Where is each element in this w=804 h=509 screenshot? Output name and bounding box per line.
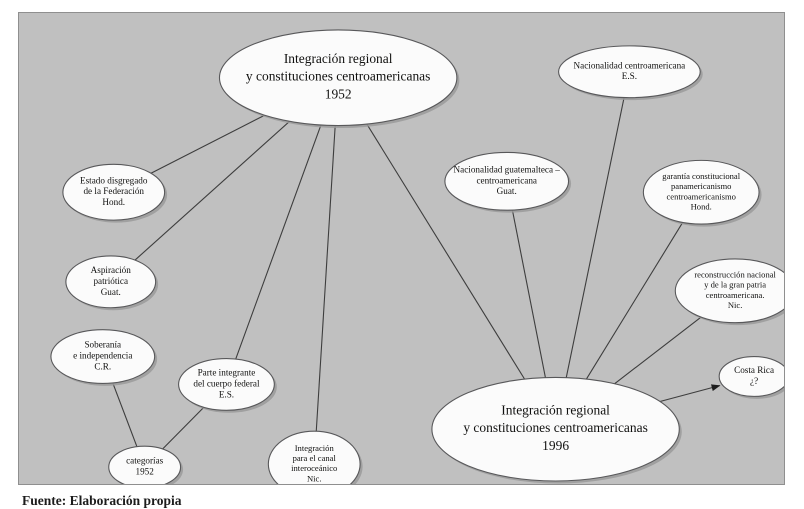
- node-costa_rica[interactable]: Costa Rica¿?: [718, 355, 784, 399]
- node-label: Nacionalidad guatemalteca –centroamerica…: [454, 164, 561, 196]
- node-label-line: 1996: [542, 438, 569, 453]
- node-n1952[interactable]: Integración regional y constituciones cen…: [218, 29, 460, 129]
- node-nac_guat[interactable]: Nacionalidad guatemalteca –centroamerica…: [444, 151, 572, 213]
- node-label-line: 1952: [325, 87, 352, 102]
- node-label-line: e independencia: [73, 351, 132, 361]
- node-ellipse: [444, 151, 570, 211]
- edge-n1996-to-reconstruccion: [614, 316, 702, 385]
- node-ellipse: [267, 430, 361, 484]
- node-label-line: Costa Rica: [734, 365, 774, 375]
- node-label-line: Aspiración: [91, 265, 132, 275]
- figure-caption: Fuente: Elaboración propia: [22, 493, 182, 508]
- node-label-line: interoceánico: [291, 463, 337, 473]
- nodes-layer: Integración regional y constituciones cen…: [50, 29, 784, 484]
- node-ellipse: [642, 159, 760, 225]
- node-ellipse: [108, 445, 182, 484]
- node-label-line: reconstrucción nacional: [694, 270, 776, 280]
- node-label: Integración regional y constituciones cen…: [463, 402, 647, 453]
- node-label-line: Guat.: [101, 287, 121, 297]
- edge-n1952-to-estado_disgregado: [150, 114, 265, 174]
- node-label-line: panamericanismo: [671, 181, 731, 191]
- edge-soberania-to-categorias: [112, 382, 138, 447]
- node-label-line: centroamericana.: [706, 290, 765, 300]
- edge-n1996-to-nac_guat: [511, 209, 546, 378]
- edge-parte_integrante-to-categorias: [162, 406, 205, 450]
- diagram-panel: Integración regional y constituciones cen…: [18, 12, 785, 485]
- node-label-line: centroamericana: [476, 175, 537, 185]
- edge-n1996-to-nac_es: [565, 97, 625, 378]
- node-label-line: Hond.: [691, 201, 712, 211]
- node-label-line: Integración regional: [501, 402, 610, 417]
- edge-n1952-to-n1996: [366, 123, 526, 380]
- node-ellipse: [718, 355, 784, 397]
- node-label-line: Nacionalidad guatemalteca –: [454, 164, 561, 174]
- node-label-line: Parte integrante: [198, 368, 256, 378]
- node-label-line: Nacionalidad centroamericana: [574, 60, 686, 70]
- node-ellipse: [62, 163, 166, 221]
- edge-n1952-to-canal: [315, 125, 336, 432]
- node-label-line: Guat.: [497, 186, 517, 196]
- node-ellipse: [65, 255, 157, 309]
- node-label-line: y constituciones centroamericanas: [246, 69, 430, 84]
- node-label-line: garantía constitucional: [662, 171, 740, 181]
- node-label-line: y de la gran patria: [704, 280, 766, 290]
- edge-n1996-to-garantia: [585, 222, 684, 380]
- node-label-line: Hond.: [102, 197, 125, 207]
- node-label: Costa Rica¿?: [734, 365, 774, 386]
- node-label-line: Estado disgregado: [80, 175, 148, 185]
- edge-n1952-to-aspiracion: [134, 120, 290, 261]
- node-ellipse: [178, 357, 275, 411]
- node-label-line: Nic.: [728, 300, 743, 310]
- node-label-line: patriótica: [93, 276, 128, 286]
- node-label-line: para el canal: [293, 453, 337, 463]
- node-label-line: categorías: [126, 456, 164, 466]
- node-label-line: Soberanía: [84, 340, 121, 350]
- node-label-line: de la Federación: [83, 186, 144, 196]
- node-n1996[interactable]: Integración regional y constituciones cen…: [431, 376, 682, 484]
- node-ellipse: [50, 329, 156, 384]
- node-label-line: centroamericanismo: [666, 191, 735, 201]
- node-ellipse: [558, 45, 701, 99]
- node-label: Integración regional y constituciones cen…: [246, 51, 430, 102]
- node-label-line: E.S.: [219, 389, 234, 399]
- edge-n1996-to-costa_rica: [659, 384, 721, 402]
- node-label-line: 1952: [136, 467, 155, 477]
- node-ellipse: [431, 376, 680, 482]
- node-label-line: Integración regional: [284, 51, 393, 66]
- edge-n1952-to-parte_integrante: [235, 124, 322, 360]
- node-label-line: E.S.: [622, 71, 637, 81]
- edges-layer: [112, 97, 721, 450]
- node-ellipse: [218, 29, 458, 127]
- node-label-line: C.R.: [94, 362, 111, 372]
- node-label-line: del cuerpo federal: [193, 379, 260, 389]
- node-ellipse: [674, 258, 784, 324]
- node-label-line: Nic.: [307, 473, 322, 483]
- concept-map-svg: Integración regional y constituciones cen…: [50, 29, 784, 484]
- node-label-line: y constituciones centroamericanas: [463, 420, 647, 435]
- node-label-line: Integración: [295, 443, 335, 453]
- node-label-line: ¿?: [750, 376, 758, 386]
